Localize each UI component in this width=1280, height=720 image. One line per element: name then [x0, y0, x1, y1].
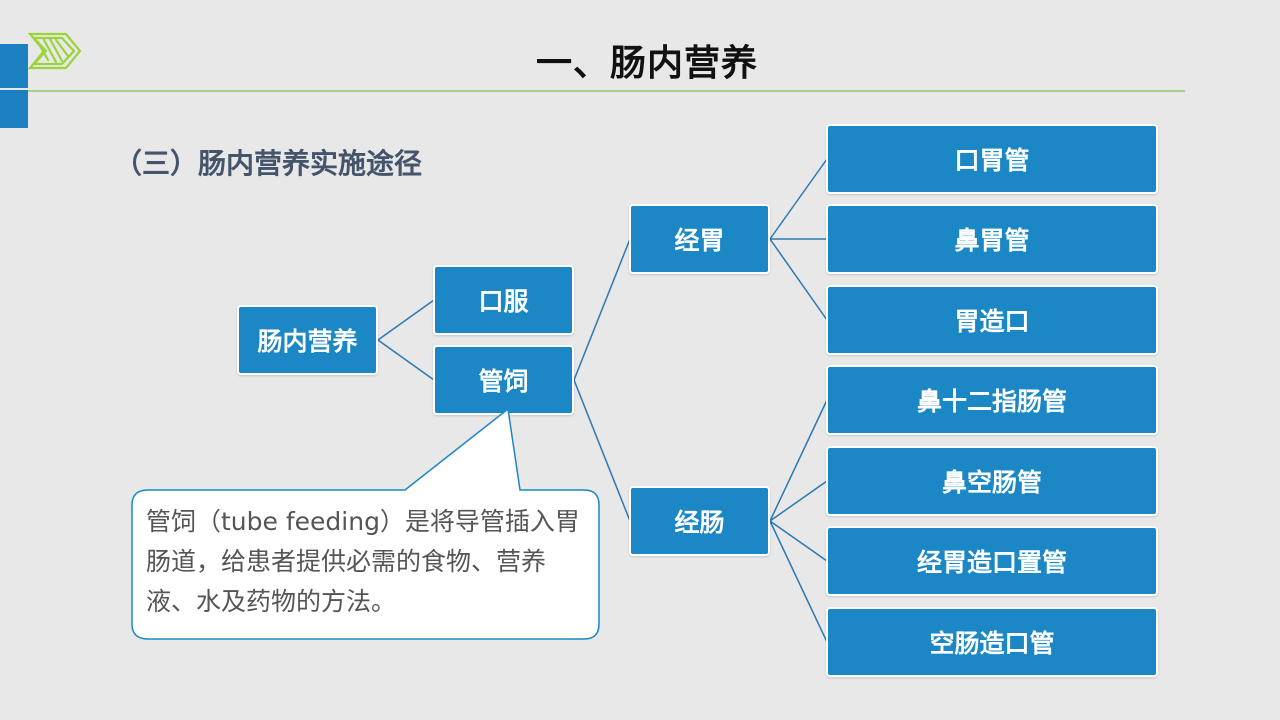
node-intestinal-route-1: 鼻十二指肠管: [826, 365, 1158, 435]
node-tube-feeding: 管饲: [433, 345, 574, 415]
connector-intestinal-1: [769, 399, 828, 522]
connector-tube-gastric: [573, 238, 631, 381]
connector-intestinal-2: [769, 480, 828, 522]
connector-gastric-3: [769, 238, 828, 321]
connector-intestinal-3: [769, 520, 828, 562]
connector-intestinal-4: [769, 520, 828, 643]
connector-gastric-1: [769, 158, 828, 240]
page-title: 一、肠内营养: [535, 43, 758, 84]
node-root: 肠内营养: [237, 305, 378, 375]
arrow-decoration-icon: [27, 32, 82, 70]
node-intestinal: 经肠: [629, 486, 770, 556]
accent-bar: [0, 44, 28, 128]
node-oral: 口服: [433, 265, 574, 335]
node-gastric-route-2: 鼻胃管: [826, 204, 1158, 274]
node-intestinal-route-4: 空肠造口管: [826, 607, 1158, 677]
node-intestinal-route-3: 经胃造口置管: [826, 526, 1158, 596]
section-subtitle: （三）肠内营养实施途径: [114, 147, 423, 180]
connector-root-oral: [377, 299, 435, 341]
node-gastric-route-3: 胃造口: [826, 285, 1158, 355]
node-gastric: 经胃: [629, 204, 770, 274]
node-intestinal-route-2: 鼻空肠管: [826, 446, 1158, 516]
connector-tube-intestinal: [573, 379, 631, 522]
accent-bar-divider: [0, 88, 28, 90]
connector-root-tube: [377, 339, 435, 381]
title-rule: [28, 90, 1185, 92]
node-gastric-route-1: 口胃管: [826, 124, 1158, 194]
callout-text: 管饲（tube feeding）是将导管插入胃肠道，给患者提供必需的食物、营养液…: [146, 507, 580, 616]
